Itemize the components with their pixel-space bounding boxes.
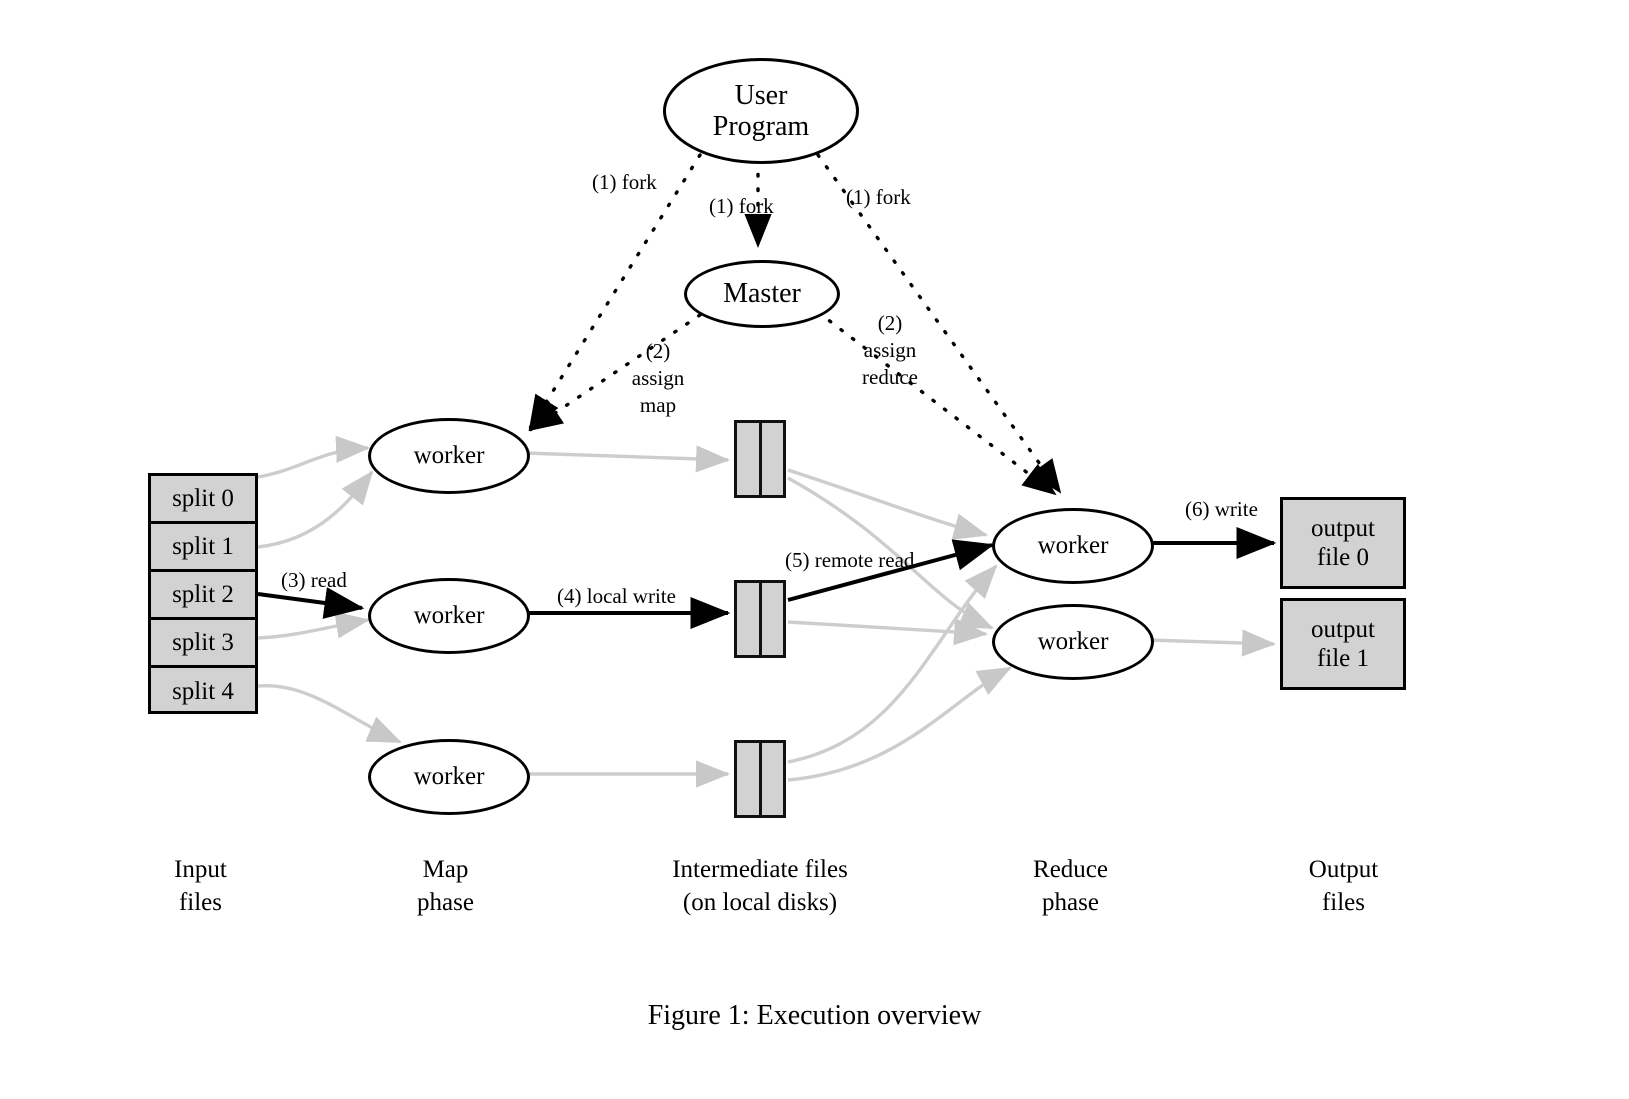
output-file-1-line2: file 1 <box>1316 645 1370 672</box>
edge-inter2-reduceB <box>787 618 989 646</box>
intermediate-pane <box>761 743 783 815</box>
input-split-row[interactable]: split 4 <box>151 668 255 716</box>
column-label-input: Input files <box>118 854 283 919</box>
label-assign-reduce-l3: reduce <box>862 364 918 389</box>
edge-split4-worker3 <box>257 684 402 744</box>
column-label-input-line2: files <box>178 888 223 916</box>
node-user-program[interactable]: User Program <box>663 58 859 164</box>
edge-inter3-reduceA <box>787 564 998 764</box>
label-fork-mid: (1) fork <box>709 194 774 218</box>
edge-read <box>257 587 365 619</box>
intermediate-pane <box>761 423 783 495</box>
column-label-intermediate: Intermediate files (on local disks) <box>615 854 905 919</box>
label-assign-reduce-l2: assign <box>863 337 917 362</box>
edge-assign-reduce <box>816 310 1057 496</box>
split-1-label: split 1 <box>172 532 234 560</box>
column-label-reduce-line2: phase <box>1042 888 1099 916</box>
output-file-1-line1: output <box>1311 616 1375 643</box>
output-file-0-line2: file 0 <box>1316 544 1370 571</box>
label-assign-map-l2: assign <box>631 365 685 390</box>
label-assign-map: (2) assign map <box>608 338 708 419</box>
map-worker-1-label: worker <box>413 442 485 469</box>
label-assign-reduce-l1: (2) <box>877 311 903 335</box>
column-label-output-line1: Output <box>1308 856 1379 883</box>
split-4-label: split 4 <box>172 678 234 705</box>
column-label-reduce: Reduce phase <box>988 854 1153 919</box>
intermediate-pane <box>737 423 759 495</box>
map-worker-2-label: worker <box>413 602 485 629</box>
intermediate-pane <box>761 583 783 655</box>
label-local-write: (4) local write <box>557 584 676 608</box>
split-2-label: split 2 <box>172 580 234 608</box>
input-splits-stack: split 0 split 1 split 2 split 3 split 4 <box>148 473 258 714</box>
edge-split3-worker2 <box>257 611 371 640</box>
input-split-row[interactable]: split 2 <box>151 572 255 620</box>
column-label-map-line1: Map <box>422 856 469 883</box>
column-label-map: Map phase <box>363 854 528 919</box>
label-assign-reduce: (2) assign reduce <box>838 310 942 391</box>
column-label-map-line2: phase <box>417 888 474 916</box>
output-file-0-line1: output <box>1311 515 1375 542</box>
output-file-1[interactable]: output file 1 <box>1280 598 1406 690</box>
edge-reduceB-output1 <box>1147 629 1277 657</box>
column-label-input-line1: Input <box>174 856 227 883</box>
label-fork-right: (1) fork <box>846 185 911 209</box>
edge-worker1-inter1 <box>523 445 731 473</box>
node-master[interactable]: Master <box>684 260 840 328</box>
edge-assign-map <box>528 313 702 432</box>
column-label-output-line2: files <box>1321 888 1366 916</box>
output-file-0[interactable]: output file 0 <box>1280 497 1406 589</box>
column-label-output: Output files <box>1261 854 1426 919</box>
label-write: (6) write <box>1185 497 1258 521</box>
input-split-row[interactable]: split 1 <box>151 524 255 572</box>
intermediate-pane <box>737 743 759 815</box>
edge-fork-left <box>528 153 702 430</box>
node-reduce-worker-1[interactable]: worker <box>992 508 1154 584</box>
user-program-line2: Program <box>712 111 810 142</box>
column-label-reduce-line1: Reduce <box>1033 856 1108 883</box>
intermediate-file-2[interactable] <box>734 580 786 658</box>
column-label-intermediate-line2: (on local disks) <box>682 888 838 916</box>
label-fork-left: (1) fork <box>592 170 657 194</box>
intermediate-file-3[interactable] <box>734 740 786 818</box>
input-split-row[interactable]: split 0 <box>151 476 255 524</box>
reduce-worker-1-label: worker <box>1037 532 1109 559</box>
map-worker-3-label: worker <box>413 763 485 790</box>
reduce-worker-2-label: worker <box>1037 628 1109 655</box>
node-map-worker-1[interactable]: worker <box>368 418 530 494</box>
edge-split1-worker1 <box>257 470 374 549</box>
node-map-worker-2[interactable]: worker <box>368 578 530 654</box>
label-read: (3) read <box>281 568 347 592</box>
intermediate-file-1[interactable] <box>734 420 786 498</box>
label-assign-map-l3: map <box>639 392 677 417</box>
split-0-label: split 0 <box>172 484 234 512</box>
figure-caption: Figure 1: Execution overview <box>647 1000 982 1031</box>
node-reduce-worker-2[interactable]: worker <box>992 604 1154 680</box>
split-3-label: split 3 <box>172 628 234 656</box>
node-map-worker-3[interactable]: worker <box>368 739 530 815</box>
input-split-row[interactable]: split 3 <box>151 620 255 668</box>
label-remote-read: (5) remote read <box>785 548 915 572</box>
edge-split0-worker1 <box>257 435 371 479</box>
label-assign-map-l1: (2) <box>645 339 671 363</box>
master-label: Master <box>723 278 801 310</box>
edge-inter1-reduceA <box>787 468 988 540</box>
intermediate-pane <box>737 583 759 655</box>
user-program-line1: User <box>734 79 788 111</box>
edge-inter3-reduceB <box>787 666 1012 782</box>
column-label-intermediate-line1: Intermediate files <box>672 856 848 883</box>
edge-remote-read <box>787 539 995 602</box>
